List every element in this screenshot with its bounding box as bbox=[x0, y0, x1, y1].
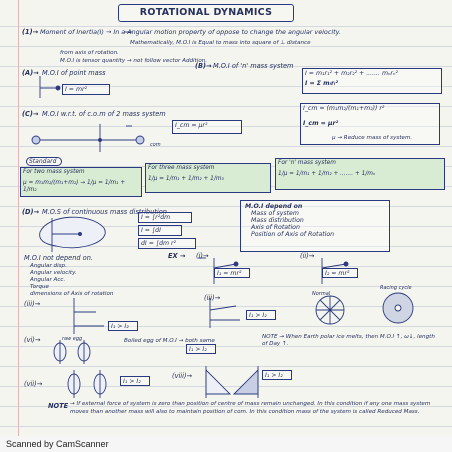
ex-iii-b-comparison: I₁ > I₂ bbox=[246, 310, 276, 320]
ex-ii-result: I₂ = mr² bbox=[322, 268, 358, 278]
viii-comparison: I₁ > I₂ bbox=[262, 370, 292, 380]
formula-com-inline: I_cm = μr² bbox=[172, 120, 242, 134]
not-depend-item: Angular disp. bbox=[30, 263, 67, 269]
formula-dm: dI = ∫dm r² bbox=[138, 238, 196, 249]
ex-iii-diagrams bbox=[73, 298, 240, 334]
ex-ii: (ii)→ bbox=[300, 252, 315, 260]
two-mass-formula: μ = m₁m₂/(m₁+m₂) → 1/μ = 1/m₁ + 1/m₂ bbox=[23, 180, 126, 193]
moi-tensor: M.O.I is tensor quantity → not follow ve… bbox=[60, 58, 208, 64]
not-depend-item: dimensions of Axis of rotation bbox=[30, 291, 114, 297]
boiled-egg-note: Boiled egg of M.O.I → both same bbox=[124, 338, 215, 344]
section-a-heading: M.O.I of point mass bbox=[42, 69, 106, 77]
section-vi: (vi)→ bbox=[24, 336, 41, 344]
formula-com-line2: I_cm = μr² bbox=[303, 120, 339, 127]
depends-item: Position of Axis of Rotation bbox=[251, 231, 335, 238]
scanner-footer: Scanned by CamScanner bbox=[0, 436, 452, 452]
viii-diagrams bbox=[205, 366, 259, 398]
com-label: com bbox=[150, 142, 161, 148]
moi-axis: from axis of rotation. bbox=[60, 50, 119, 56]
two-mass-diagram bbox=[31, 124, 145, 152]
continuous-mass-diagram bbox=[39, 216, 106, 252]
section-vii: (vii)→ bbox=[24, 380, 43, 388]
formula-integral: I = ∫r²dm bbox=[138, 212, 192, 223]
section-d-heading: M.O.S of continuous mass distribution bbox=[42, 208, 167, 216]
point-mass-diagram bbox=[39, 76, 61, 98]
depends-item: Mass distribution bbox=[251, 217, 304, 224]
racing-label: Racing cycle bbox=[380, 285, 412, 291]
three-mass-box: For three mass system 1/μ = 1/m₁ + 1/m₂ … bbox=[145, 163, 271, 193]
margin-line bbox=[18, 0, 19, 452]
formula-com-line1: I_cm = (m₁m₂/(m₁+m₂)) r² bbox=[303, 105, 385, 112]
not-depend-item: Torque bbox=[30, 284, 49, 290]
ex-iii-comparison: I₁ > I₂ bbox=[108, 321, 138, 331]
raw-egg-label: raw egg bbox=[62, 336, 83, 342]
formula-n-mass: I = m₁r₁² + m₂r₂² + ....... mₙrₙ² I = Σ … bbox=[302, 68, 442, 94]
ex-diagrams bbox=[213, 258, 349, 284]
ex-iii-b: (iii)→ bbox=[204, 294, 221, 302]
normal-label: Normal bbox=[312, 291, 331, 297]
n-mass-box: For 'n' mass system 1/μ = 1/m₁ + 1/m₂ + … bbox=[275, 158, 445, 190]
earth-note: NOTE → When Earth polar ice melts, then … bbox=[262, 334, 435, 347]
note-label: NOTE bbox=[48, 402, 69, 410]
section-d-number: (D)→ bbox=[22, 208, 40, 216]
page-title: ROTATIONAL DYNAMICS bbox=[118, 4, 294, 22]
section-b-heading: M.O.I of 'n' mass system bbox=[213, 62, 294, 70]
formula-com-box: I_cm = (m₁m₂/(m₁+m₂)) r² I_cm = μr² bbox=[300, 103, 440, 145]
formula-n-mass-line2: I = Σ mᵢrᵢ² bbox=[305, 80, 339, 87]
depends-heading: M.O.I depend on bbox=[245, 203, 303, 210]
section-viii: (viii)→ bbox=[172, 372, 193, 380]
note-text: → If external force of system is zero th… bbox=[70, 401, 431, 415]
ex-i-result: I₁ = mr² bbox=[214, 268, 250, 278]
three-mass-formula: 1/μ = 1/m₁ + 1/m₂ + 1/m₃ bbox=[148, 176, 224, 182]
ex-label: EX → bbox=[168, 252, 186, 260]
two-mass-box: For two mass system μ = m₁m₂/(m₁+m₂) → 1… bbox=[20, 167, 142, 197]
not-depend-heading: M.O.I not depend on. bbox=[24, 254, 93, 262]
vi-comparison: I₁ > I₂ bbox=[186, 344, 216, 354]
moi-definition: Moment of Inertia(I) → In a Angular moti… bbox=[40, 28, 341, 36]
formula-n-mass-line1: I = m₁r₁² + m₂r₂² + ....... mₙrₙ² bbox=[305, 70, 398, 77]
scanner-watermark: Scanned by CamScanner bbox=[6, 439, 109, 449]
formula-di: I = ∫dI bbox=[138, 225, 182, 236]
section-c-heading: M.O.I w.r.t. of c.o.m of 2 mass system bbox=[42, 110, 166, 118]
moi-math: Mathematically, M.O.I is Equal to mass i… bbox=[130, 40, 311, 46]
depends-item: Axis of Rotation bbox=[251, 224, 300, 231]
n-mass-formula: 1/μ = 1/m₁ + 1/m₂ + ....... + 1/mₙ bbox=[278, 171, 376, 177]
depends-box: M.O.I depend on Mass of system Mass dist… bbox=[240, 200, 390, 252]
depends-item: Mass of system bbox=[251, 210, 299, 217]
two-mass-heading: For two mass system bbox=[23, 169, 85, 175]
reduced-mass-note: μ → Reduce mass of system. bbox=[332, 135, 413, 141]
standard-label: Standard bbox=[26, 157, 62, 166]
section-b-number: (B)→ bbox=[195, 62, 212, 70]
vii-diagrams bbox=[67, 370, 107, 398]
not-depend-item: Angular Acc. bbox=[30, 277, 66, 283]
vii-comparison: I₁ > I₂ bbox=[120, 376, 150, 386]
three-mass-heading: For three mass system bbox=[148, 165, 215, 171]
section-a-number: (A)→ bbox=[22, 69, 39, 77]
formula-point-mass: I = mr² bbox=[62, 84, 110, 95]
ex-iii: (iii)→ bbox=[24, 300, 41, 308]
n-mass-heading: For 'n' mass system bbox=[278, 160, 336, 166]
ex-i: (i)→ bbox=[196, 252, 209, 260]
arrow-marks bbox=[124, 31, 206, 259]
section-c-number: (C)→ bbox=[22, 110, 39, 118]
egg-diagrams bbox=[53, 340, 91, 364]
not-depend-item: Angular velocity. bbox=[30, 270, 77, 276]
section-number: (1)→ bbox=[22, 28, 39, 36]
wheel-diagrams bbox=[315, 292, 414, 325]
